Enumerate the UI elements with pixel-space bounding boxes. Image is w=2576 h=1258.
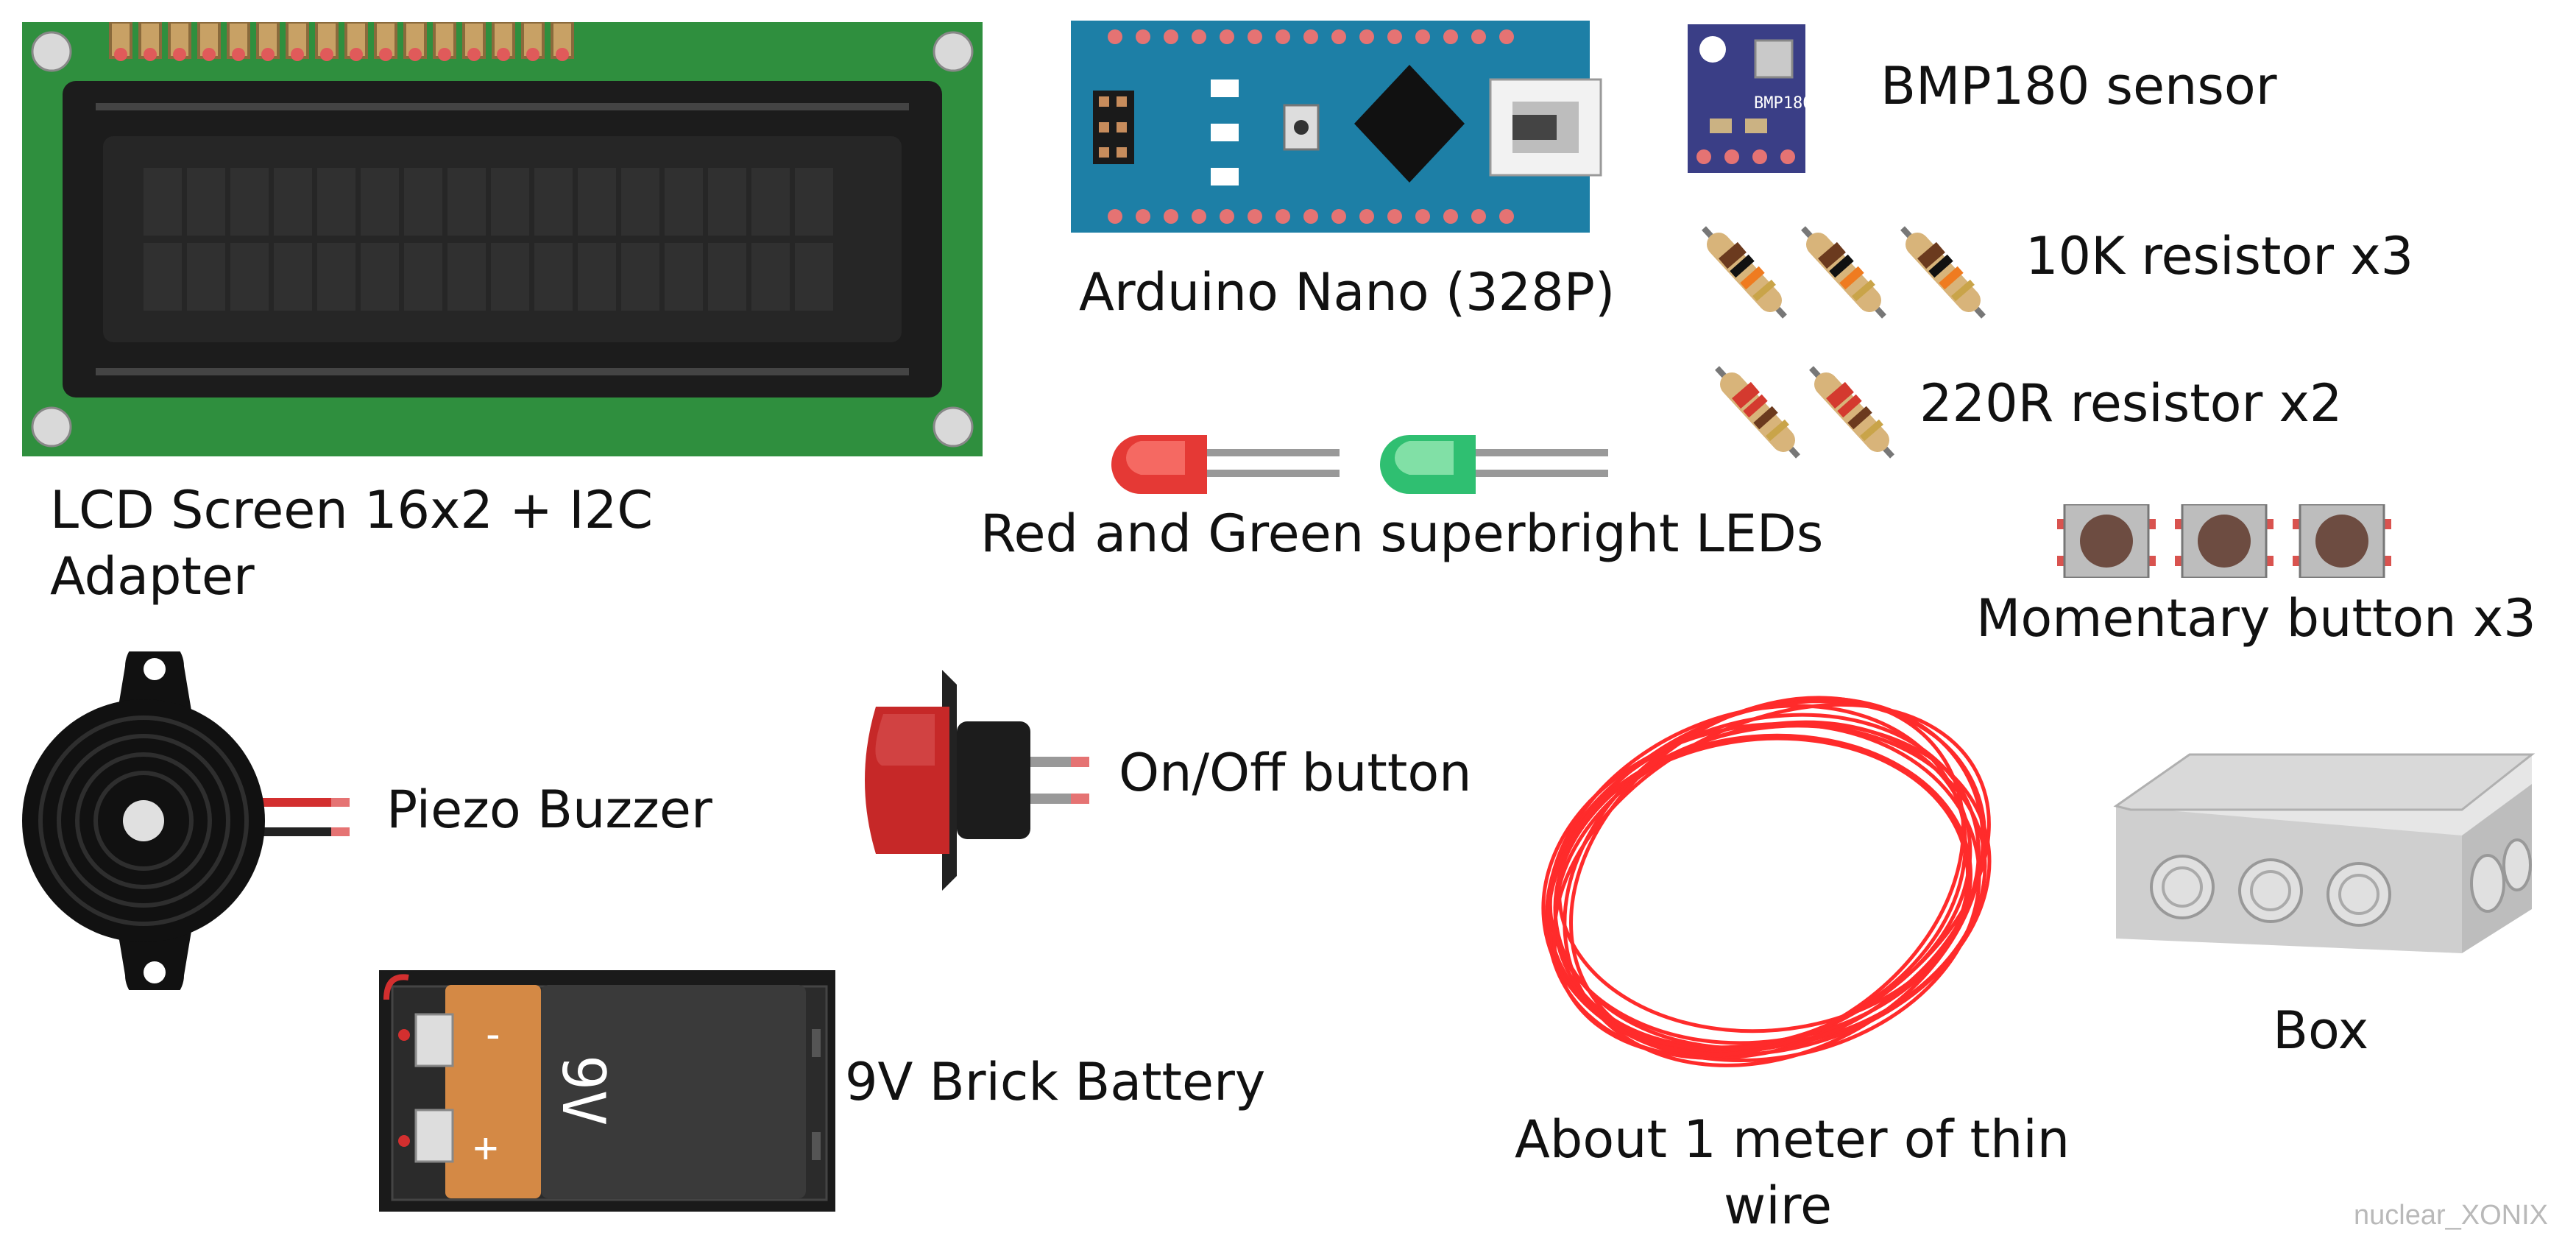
bmp180-illustration: BMP180 bbox=[1688, 24, 1812, 173]
momentary-buttons bbox=[2057, 503, 2396, 579]
resistors-220r-label: 220R resistor x2 bbox=[1919, 373, 2343, 434]
resistors-10k-label: 10K resistor x3 bbox=[2025, 226, 2414, 286]
onoff-button-illustration bbox=[865, 670, 1089, 891]
resistors-220r-illustration bbox=[1715, 366, 1894, 459]
watermark: nuclear_XONIX bbox=[2354, 1200, 2549, 1231]
piezo-buzzer bbox=[22, 637, 353, 1005]
battery-minus-text: - bbox=[481, 1011, 506, 1059]
battery-9v: - + 9V bbox=[379, 970, 835, 1212]
lcd-screen bbox=[22, 21, 983, 456]
battery-9v-label: 9V Brick Battery bbox=[845, 1052, 1266, 1112]
bmp180-label: BMP180 sensor bbox=[1880, 56, 2277, 116]
arduino-nano-illustration bbox=[1071, 21, 1602, 233]
green-led bbox=[1380, 431, 1616, 498]
resistors-10k bbox=[1693, 221, 2002, 324]
lcd-screen-illustration bbox=[22, 21, 983, 456]
momentary-buttons-illustration bbox=[2057, 503, 2391, 579]
bmp180-chip-text: BMP180 bbox=[1754, 94, 1805, 113]
bmp180-sensor: BMP180 bbox=[1688, 24, 1812, 173]
resistors-220r bbox=[1706, 361, 1912, 464]
onoff-button bbox=[854, 670, 1097, 891]
piezo-buzzer-illustration bbox=[22, 637, 350, 1005]
arduino-nano-label: Arduino Nano (328P) bbox=[1079, 262, 1616, 322]
junction-box bbox=[2101, 740, 2536, 961]
red-led-illustration bbox=[1111, 435, 1340, 494]
battery-plus-text: + bbox=[473, 1124, 498, 1172]
arduino-nano bbox=[1071, 21, 1604, 233]
battery-9v-illustration: - + 9V bbox=[379, 970, 835, 1212]
wire-coil-illustration bbox=[1541, 696, 1992, 1067]
lcd-screen-label-line1: LCD Screen 16x2 + I2C bbox=[50, 480, 654, 540]
momentary-buttons-label: Momentary button x3 bbox=[1976, 588, 2536, 649]
battery-voltage-text: 9V bbox=[549, 1055, 618, 1126]
red-led bbox=[1111, 431, 1347, 498]
leds-label: Red and Green superbright LEDs bbox=[980, 503, 1824, 564]
wire-label-line2: wire bbox=[1724, 1176, 1833, 1236]
onoff-button-label: On/Off button bbox=[1119, 743, 1472, 803]
junction-box-illustration bbox=[2113, 753, 2536, 953]
box-label: Box bbox=[2273, 1000, 2369, 1061]
lcd-screen-label-line2: Adapter bbox=[50, 546, 255, 607]
wire-label-line1: About 1 meter of thin bbox=[1515, 1109, 2070, 1170]
piezo-buzzer-label: Piezo Buzzer bbox=[386, 780, 712, 840]
resistors-10k-illustration bbox=[1702, 226, 1986, 319]
green-led-illustration bbox=[1380, 435, 1608, 494]
wire-coil bbox=[1520, 692, 2020, 1075]
